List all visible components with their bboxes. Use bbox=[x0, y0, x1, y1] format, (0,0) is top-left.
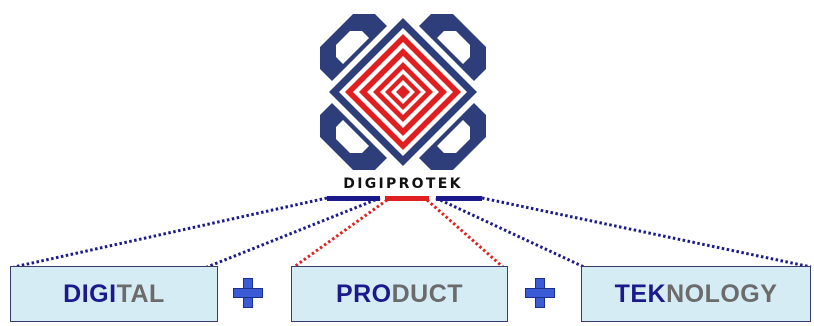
word-highlight: TEK bbox=[614, 279, 667, 308]
connector-lines bbox=[13, 196, 812, 269]
brand-name: DIGIPROTEK bbox=[343, 176, 463, 192]
plus-icon bbox=[231, 276, 265, 310]
underline-digi bbox=[327, 196, 380, 201]
brand-underlines bbox=[327, 196, 482, 201]
word-highlight: DIGI bbox=[63, 279, 117, 308]
plus-icon bbox=[523, 276, 557, 310]
word-rest: NOLOGY bbox=[666, 279, 778, 308]
underline-tek bbox=[436, 196, 482, 201]
connector-pro-left bbox=[293, 198, 388, 269]
logo-lobe-holes bbox=[336, 31, 470, 153]
digiprotek-logo-icon bbox=[320, 14, 486, 170]
word-rest: DUCT bbox=[391, 279, 464, 308]
connector-tek-right bbox=[481, 196, 812, 269]
connector-pro-right bbox=[426, 198, 504, 269]
word-highlight: PRO bbox=[335, 279, 392, 308]
connector-tek-left bbox=[435, 196, 585, 269]
word-rest: TAL bbox=[116, 279, 165, 308]
underline-pro bbox=[385, 196, 429, 201]
connector-digi-right bbox=[206, 196, 381, 269]
connector-digi-left bbox=[13, 196, 328, 269]
logo-inner-diamonds bbox=[339, 28, 467, 156]
